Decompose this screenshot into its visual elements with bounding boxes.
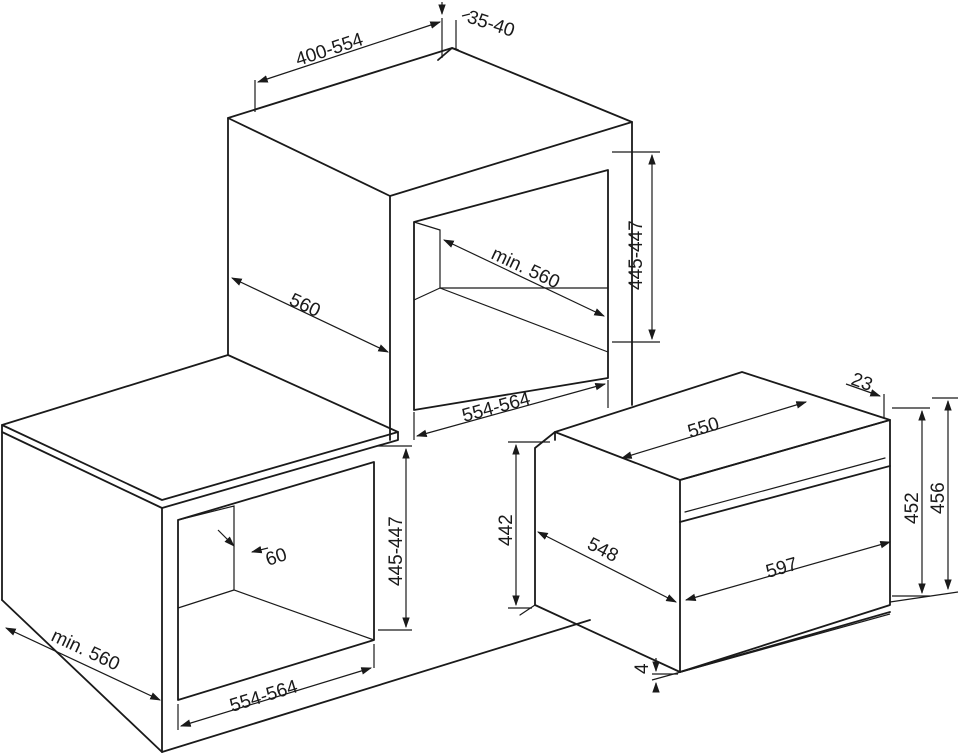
label-top-depth: 400-554: [293, 29, 366, 71]
dimension-lines: [5, 2, 959, 730]
label-oven-depth: 550: [685, 413, 721, 442]
label-oven-panel: 23: [848, 369, 875, 396]
label-lower-min-depth: min. 560: [48, 625, 123, 675]
label-upper-niche-width: 554-564: [460, 388, 533, 426]
label-lower-niche-height: 445-447: [386, 516, 407, 586]
label-top-gap: 35-40: [464, 7, 517, 42]
label-upper-min-depth: min. 560: [488, 243, 563, 293]
label-oven-front-width: 597: [764, 554, 800, 583]
label-oven-total-height: 456: [928, 482, 949, 514]
label-oven-side-depth: 548: [584, 534, 622, 567]
upper-cabinet: [227, 47, 633, 441]
dimension-labels: 400-554 35-40 560 min. 560 445-447 554-5…: [48, 7, 949, 717]
label-oven-bottom-gap: 4: [632, 663, 653, 674]
label-oven-body-height: 442: [496, 514, 517, 546]
label-upper-niche-height: 445-447: [626, 220, 647, 290]
label-oven-front-height: 452: [902, 492, 923, 524]
label-upper-side-depth: 560: [286, 289, 324, 321]
